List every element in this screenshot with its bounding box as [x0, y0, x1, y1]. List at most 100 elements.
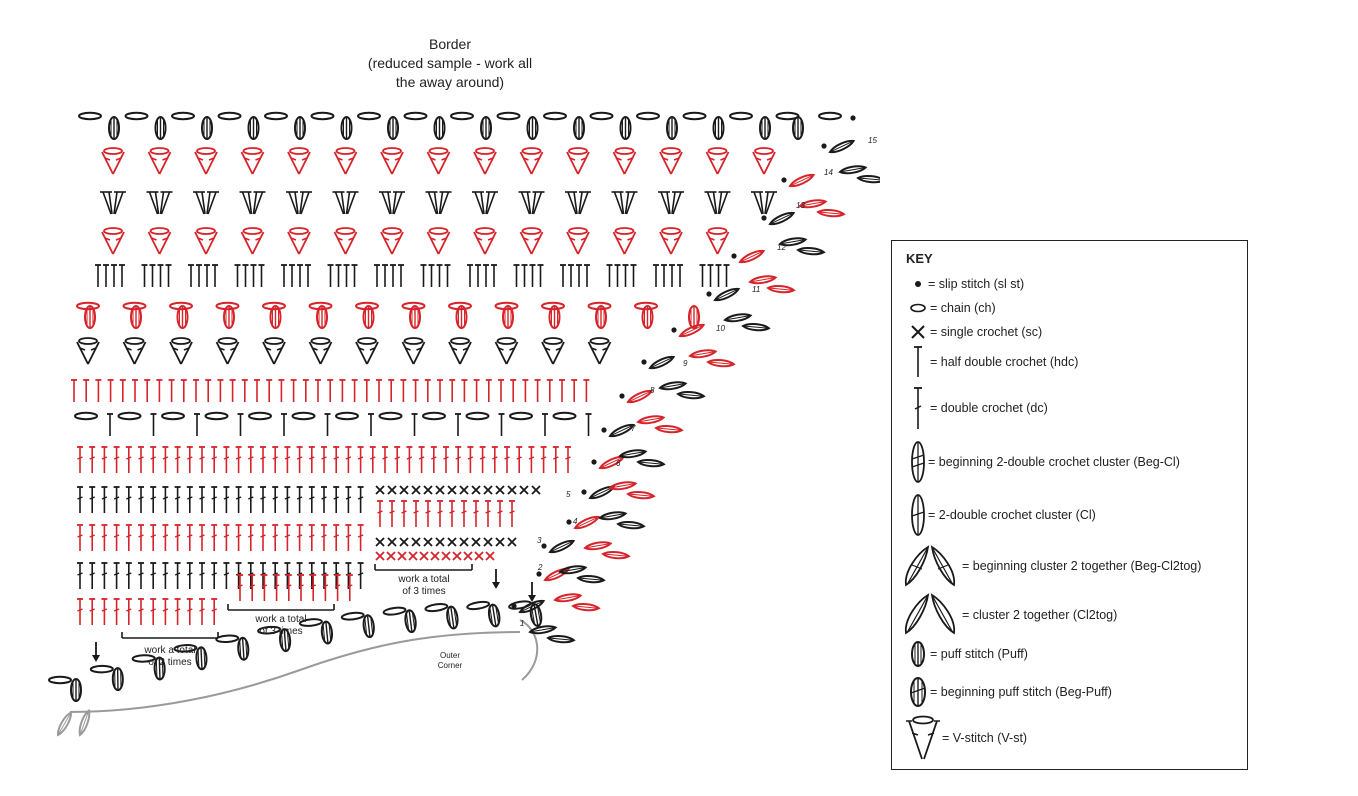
double-crochet-mark — [88, 598, 97, 626]
single-crochet-mark — [485, 551, 495, 561]
double-crochet-mark — [137, 562, 145, 590]
chain-mark — [496, 111, 521, 121]
key-row-beginning-puff-stitch: = beginning puff stitch (Beg-Puff) — [892, 675, 1247, 709]
half-double-crochet-mark — [257, 264, 266, 288]
single-crochet-mark — [408, 551, 418, 561]
double-crochet-mark — [320, 524, 328, 552]
round-number: 5 — [566, 490, 571, 499]
round-number: 4 — [573, 517, 578, 526]
single-crochet-mark — [387, 537, 397, 547]
double-crochet-mark — [76, 486, 84, 514]
double-crochet-mark — [210, 598, 219, 626]
double-crochet-group — [424, 191, 453, 215]
half-double-crochet-mark — [233, 264, 242, 288]
double-crochet-mark — [436, 500, 444, 528]
half-double-crochet-mark — [155, 379, 164, 403]
cluster-2-together-icon — [905, 593, 955, 635]
slip-stitch-mark — [850, 115, 856, 121]
key-row-v-stitch: = V-stitch (V-st) — [892, 713, 1247, 763]
double-crochet-mark — [124, 598, 133, 626]
half-double-crochet-mark — [423, 379, 432, 403]
double-crochet-mark — [173, 598, 182, 626]
double-crochet-mark — [246, 486, 255, 514]
round-number: 1 — [520, 619, 524, 628]
half-double-crochet-mark — [410, 413, 419, 437]
double-crochet-mark — [137, 598, 145, 626]
double-crochet-mark — [112, 524, 121, 552]
single-crochet-mark — [474, 551, 484, 561]
chain-mark — [78, 111, 102, 121]
corner-cluster-mark — [625, 387, 654, 406]
double-crochet-mark — [466, 446, 475, 474]
double-crochet-mark — [185, 446, 194, 474]
double-crochet-mark — [137, 524, 145, 552]
v-stitch-mark — [494, 337, 519, 365]
key-label: = double crochet (dc) — [930, 401, 1048, 415]
key-label: = beginning cluster 2 together (Beg-Cl2t… — [962, 559, 1202, 573]
corner-cluster-mark — [572, 513, 601, 532]
double-crochet-mark — [259, 446, 267, 474]
double-crochet-mark — [149, 598, 158, 626]
double-crochet-mark — [112, 598, 121, 626]
double-crochet-mark — [283, 524, 292, 552]
v-stitch-mark — [333, 227, 358, 255]
chain-mark — [291, 411, 316, 421]
double-crochet-group — [238, 191, 267, 215]
half-double-crochet-mark — [419, 264, 428, 288]
corner-cluster-mark — [787, 171, 816, 190]
slip-stitch-mark — [541, 543, 547, 549]
half-double-crochet-mark — [541, 413, 549, 437]
double-crochet-mark — [137, 486, 145, 514]
double-crochet-mark — [124, 446, 133, 474]
double-crochet-group — [192, 191, 220, 215]
half-double-crochet-mark — [350, 379, 359, 403]
key-row-slip-stitch: = slip stitch (sl st) — [892, 269, 1247, 299]
corner-cluster-mark — [547, 537, 576, 556]
puff-stitch-mark — [154, 116, 167, 140]
half-double-crochet-mark — [714, 264, 723, 288]
v-stitch-mark — [147, 147, 172, 175]
puff-stitch-mark — [70, 678, 82, 702]
double-crochet-mark — [496, 500, 504, 528]
double-crochet-mark — [198, 486, 206, 514]
half-double-crochet-mark — [265, 379, 274, 403]
half-double-crochet-mark — [167, 379, 176, 403]
double-crochet-mark — [356, 524, 365, 552]
puff-stitch-mark — [111, 667, 124, 692]
note-line: work a total — [255, 614, 307, 625]
half-double-crochet-mark — [277, 379, 286, 403]
chain-mark — [217, 111, 242, 121]
corner-cluster-mark — [838, 163, 868, 176]
slip-stitch-mark — [671, 327, 677, 333]
double-crochet-mark — [259, 486, 267, 514]
diagram-title: Border (reduced sample - work all the aw… — [330, 35, 570, 92]
round-number: 15 — [868, 136, 877, 145]
double-crochet-mark — [271, 446, 280, 474]
v-stitch-mark — [659, 147, 683, 175]
puff-stitch-mark — [526, 116, 539, 140]
half-double-crochet-mark — [326, 264, 335, 288]
single-crochet-mark — [375, 485, 385, 495]
half-double-crochet-mark — [195, 264, 203, 288]
puff-stitch-mark — [403, 608, 418, 634]
key-row-puff-stitch: = puff stitch (Puff) — [892, 639, 1247, 669]
puff-stitch-mark — [666, 116, 678, 140]
single-crochet-mark — [459, 537, 469, 547]
half-double-crochet-mark — [460, 379, 469, 403]
half-double-crochet-mark — [367, 413, 375, 437]
double-crochet-mark — [344, 524, 353, 552]
double-crochet-mark — [551, 446, 560, 474]
chain-mark — [818, 111, 842, 121]
double-crochet-mark — [246, 446, 255, 474]
arrow-down-icon — [491, 568, 501, 590]
double-crochet-mark — [210, 486, 219, 514]
chain-mark — [465, 599, 491, 612]
corner-cluster-mark — [658, 379, 688, 392]
puff-stitch-mark — [712, 116, 725, 140]
double-crochet-group — [471, 191, 499, 215]
double-crochet-group — [378, 191, 406, 215]
single-crochet-mark — [423, 485, 433, 495]
single-crochet-mark — [471, 485, 481, 495]
single-crochet-mark — [507, 485, 517, 495]
double-crochet-mark — [376, 500, 384, 528]
